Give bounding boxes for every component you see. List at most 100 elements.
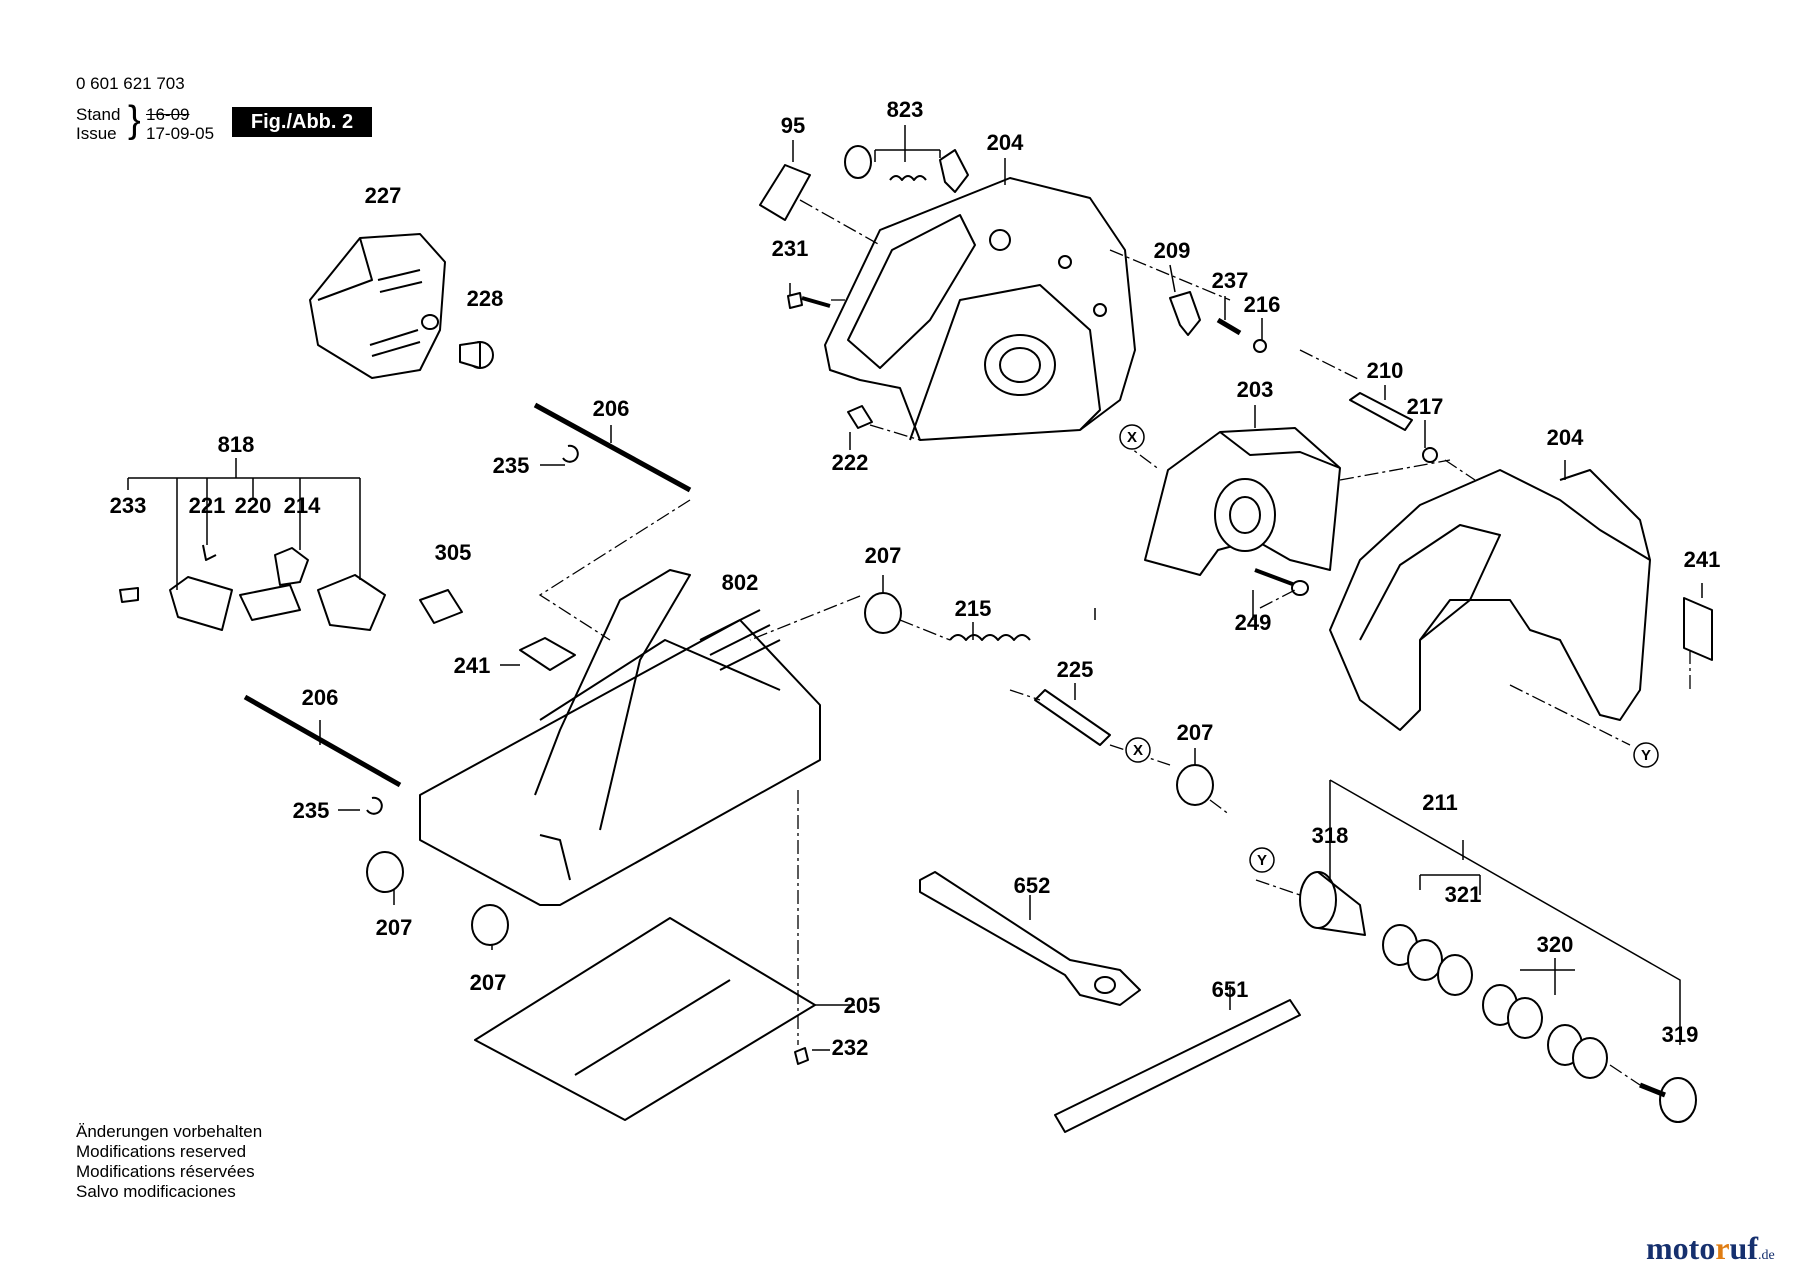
base-plate-drawing — [419, 569, 821, 906]
lock-parts-drawing — [844, 145, 969, 193]
part-label-211: 211 — [1422, 790, 1458, 815]
part-label-206: 206 — [302, 685, 339, 710]
part-label-217: 217 — [1407, 394, 1444, 419]
part-label-235: 235 — [293, 798, 330, 823]
header-doc-number: 0 601 621 703 — [76, 74, 185, 93]
spring-drawing — [949, 634, 1031, 641]
part-label-209: 209 — [1154, 238, 1191, 263]
part-label-205: 205 — [844, 993, 881, 1018]
part-label-204: 204 — [987, 130, 1024, 155]
logo-part-1: moto — [1646, 1230, 1716, 1266]
part-label-204: 204 — [1547, 425, 1584, 450]
marker-circle — [1633, 742, 1659, 768]
part-drawings — [119, 145, 1713, 1133]
part-label-221: 221 — [189, 493, 226, 518]
motoruf-logo[interactable]: motoruf.de — [1646, 1230, 1775, 1267]
part-label-214: 214 — [284, 493, 321, 518]
part-label-823: 823 — [887, 97, 924, 122]
marker-circle — [1125, 737, 1151, 763]
reference-marker-y: Y — [1633, 742, 1659, 768]
lever-drawing — [1169, 291, 1267, 353]
part-label-222: 222 — [832, 450, 869, 475]
main-guard-drawing — [1329, 469, 1651, 731]
reference-marker-y: Y — [1249, 847, 1275, 873]
part-label-228: 228 — [467, 286, 504, 311]
part-label-206: 206 — [593, 396, 630, 421]
upper-guard-drawing — [824, 177, 1136, 441]
part-label-233: 233 — [110, 493, 147, 518]
label-plate-drawing — [759, 164, 811, 221]
part-label-651: 651 — [1212, 977, 1249, 1002]
notes-block: Änderungen vorbehalten Modifications res… — [76, 1122, 262, 1202]
screw-231-drawing — [787, 292, 831, 309]
part-label-207: 207 — [470, 970, 507, 995]
part-label-235: 235 — [493, 453, 530, 478]
part-label-237: 237 — [1212, 268, 1249, 293]
motor-cap-drawing — [309, 233, 446, 379]
logo-part-2: r — [1715, 1230, 1730, 1266]
part-label-210: 210 — [1367, 358, 1404, 383]
part-label-305: 305 — [435, 540, 472, 565]
dash-dot-lines — [538, 199, 1691, 1086]
plate-210-drawing — [1349, 392, 1413, 431]
part-label-232: 232 — [832, 1035, 869, 1060]
clips-drawing — [366, 444, 579, 815]
part-label-652: 652 — [1014, 873, 1051, 898]
pin-drawing — [847, 405, 873, 429]
figure-label: Fig./Abb. 2 — [232, 107, 372, 137]
reference-marker-x: X — [1125, 737, 1151, 763]
marker-circle — [1119, 424, 1145, 450]
part-label-203: 203 — [1237, 377, 1274, 402]
label-241a-drawing — [519, 637, 576, 671]
note-en: Modifications reserved — [76, 1142, 247, 1161]
label-305-drawing — [419, 589, 463, 624]
screw-217-drawing — [1422, 447, 1438, 463]
marker-letter: Y — [1641, 747, 1651, 764]
part-label-319: 319 — [1662, 1022, 1699, 1047]
leader-lines — [127, 125, 1703, 1051]
screw-232-drawing — [794, 1047, 809, 1065]
blade-651-drawing — [1054, 999, 1301, 1133]
rod-206a-drawing — [243, 402, 692, 788]
part-label-318: 318 — [1312, 823, 1349, 848]
screw-249-drawing — [1254, 568, 1309, 596]
logo-part-3: uf — [1729, 1230, 1758, 1266]
issue-label: Issue — [76, 124, 117, 143]
note-es: Salvo modificaciones — [76, 1182, 236, 1201]
part-label-216: 216 — [1244, 292, 1281, 317]
marker-letter: X — [1127, 429, 1137, 446]
part-label-227: 227 — [365, 183, 402, 208]
part-label-207: 207 — [1177, 720, 1214, 745]
rollers-drawing — [366, 592, 1214, 946]
flange-set-drawing — [1299, 871, 1697, 1123]
part-label-231: 231 — [772, 236, 809, 261]
note-fr: Modifications réservées — [76, 1162, 255, 1181]
marker-letter: Y — [1257, 852, 1267, 869]
wrench-drawing — [919, 871, 1141, 1006]
part-label-207: 207 — [865, 543, 902, 568]
marker-circle — [1249, 847, 1275, 873]
part-label-215: 215 — [955, 596, 992, 621]
cover-plate-drawing — [474, 917, 816, 1121]
axle-drawing — [1034, 689, 1111, 746]
part-label-321: 321 — [1445, 882, 1482, 907]
part-label-802: 802 — [722, 570, 759, 595]
blade-guard-drawing — [1144, 427, 1341, 576]
part-label-241: 241 — [1684, 547, 1721, 572]
part-label-249: 249 — [1235, 610, 1272, 635]
issue-date: 17-09-05 — [146, 124, 215, 143]
stand-date: 16-09 — [146, 105, 190, 124]
part-label-95: 95 — [781, 113, 805, 138]
part-label-225: 225 — [1057, 657, 1094, 682]
note-de: Änderungen vorbehalten — [76, 1122, 263, 1141]
reference-marker-x: X — [1119, 424, 1145, 450]
part-label-320: 320 — [1537, 932, 1574, 957]
part-label-207: 207 — [376, 915, 413, 940]
switch-parts-drawing — [119, 544, 386, 631]
part-label-818: 818 — [218, 432, 255, 457]
stand-label: Stand — [76, 105, 121, 124]
knob-drawing — [459, 341, 494, 369]
logo-suffix: .de — [1757, 1248, 1775, 1263]
part-label-241: 241 — [454, 653, 491, 678]
